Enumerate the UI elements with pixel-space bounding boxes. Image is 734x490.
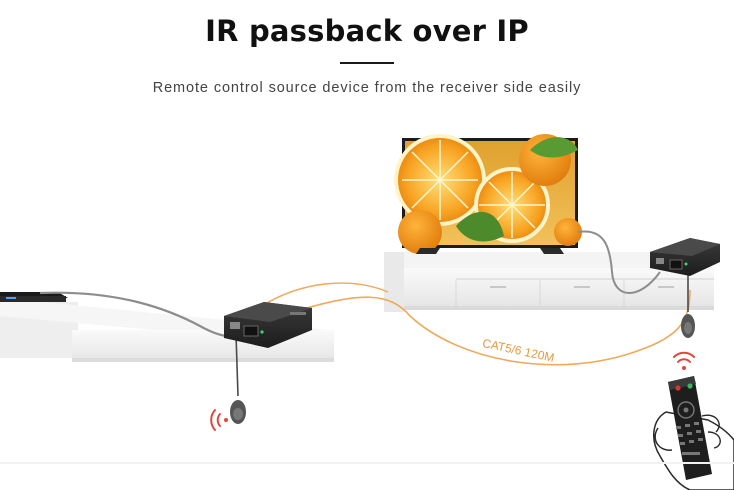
thumb <box>654 427 673 451</box>
tv-screen-oranges <box>394 134 582 254</box>
source-device <box>0 292 68 302</box>
ir-cable-transmitter <box>235 333 239 397</box>
ir-signal-icon-remote <box>673 351 695 370</box>
ir-receiver-eye <box>230 400 246 424</box>
receiver-unit <box>650 238 720 276</box>
fingers <box>701 414 721 449</box>
transmitter-unit <box>224 302 312 348</box>
tv-cabinet <box>384 252 714 312</box>
page-subtitle: Remote control source device from the re… <box>152 80 582 96</box>
title-underline <box>340 62 394 64</box>
page-title: IR passback over IP <box>205 14 529 48</box>
cat-cable <box>299 289 691 366</box>
floor-line <box>0 462 734 464</box>
cat-cable-upper <box>261 282 389 307</box>
hand-with-remote <box>653 376 734 490</box>
ir-emitter <box>681 314 695 338</box>
tv-display <box>394 134 582 254</box>
remote-control <box>668 376 712 480</box>
hdmi-cable-tv-to-receiver <box>577 230 661 294</box>
ir-signal-icon <box>210 409 228 431</box>
